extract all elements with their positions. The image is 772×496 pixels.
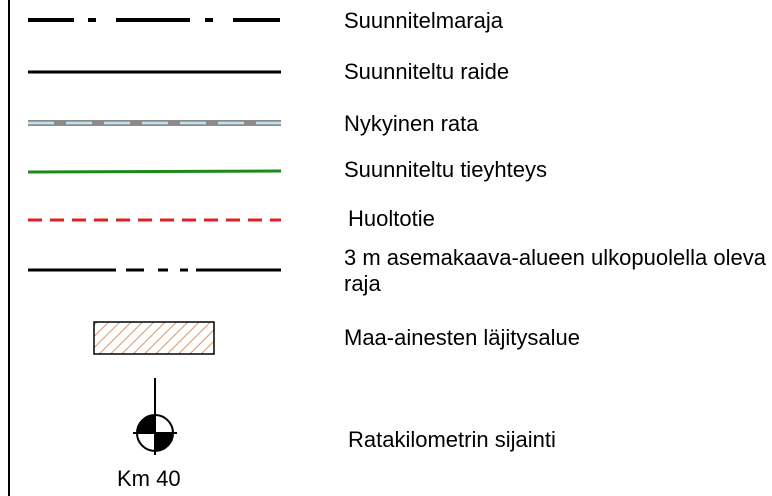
legend-label-km-location: Ratakilometrin sijainti: [348, 427, 556, 452]
planned-road-symbol: [27, 169, 282, 174]
legend-label-planned-road: Suunniteltu tieyhteys: [344, 157, 548, 182]
legend-label-plan-boundary: Suunnitelmaraja: [344, 8, 503, 33]
legend-label-outside-boundary: 3 m asemakaava-alueen ulkopuolella oleva…: [344, 245, 766, 296]
frame-left-border: [8, 0, 10, 496]
legend-label-maintenance-road: Huoltotie: [348, 206, 435, 231]
legend-label-planned-track: Suunniteltu raide: [344, 59, 510, 84]
legend-label-spoil-area: Maa-ainesten läjitysalue: [344, 325, 581, 350]
legend-label-existing-track: Nykyinen rata: [344, 111, 479, 136]
existing-track-symbol: [28, 120, 281, 126]
km-marker-label: Km 40: [117, 466, 181, 491]
km-marker-icon: [133, 378, 177, 455]
spoil-area-symbol: [93, 321, 215, 355]
